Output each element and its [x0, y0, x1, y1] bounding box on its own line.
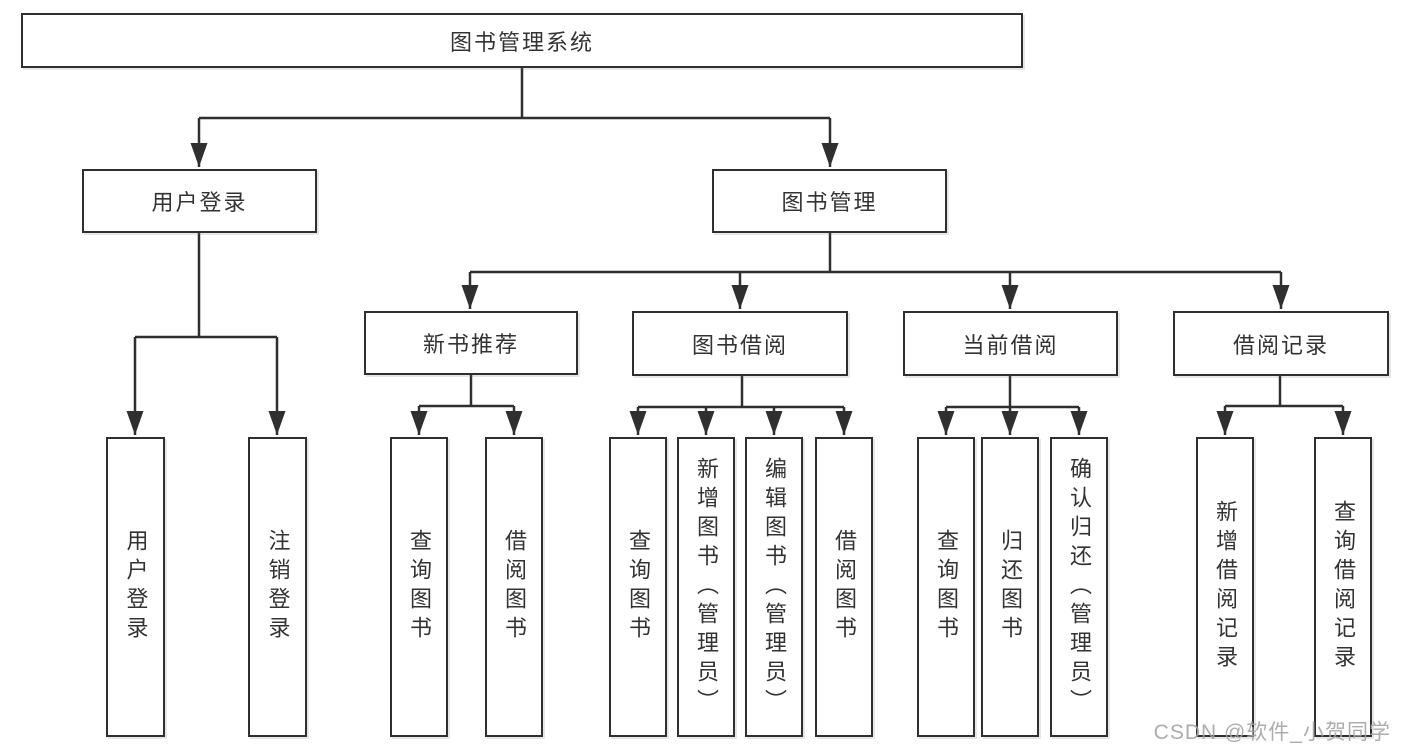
leaf-user-login-label: 用户登录 — [123, 529, 149, 645]
leaf-borrow-books-borrowing: 借阅图书 — [815, 437, 873, 737]
node-current-borrowing: 当前借阅 — [903, 311, 1118, 376]
leaf-query-borrow-record-label: 查询借阅记录 — [1331, 500, 1356, 674]
leaf-query-books-borrowing-label: 查询图书 — [626, 529, 651, 645]
leaf-add-books-admin-label: 新增图书（管理员） — [694, 456, 719, 718]
leaf-query-books-current-label: 查询图书 — [934, 529, 959, 645]
leaf-query-books-recommend: 查询图书 — [390, 437, 448, 737]
leaf-query-books-borrowing: 查询图书 — [609, 437, 667, 737]
leaf-logout-label: 注销登录 — [265, 529, 291, 645]
leaf-query-borrow-record: 查询借阅记录 — [1314, 437, 1372, 737]
leaf-edit-books-admin: 编辑图书（管理员） — [745, 437, 803, 737]
node-current-borrowing-label: 当前借阅 — [962, 332, 1059, 358]
node-user-login: 用户登录 — [82, 169, 317, 233]
node-book-borrowing: 图书借阅 — [632, 311, 848, 376]
leaf-confirm-return-admin: 确认归还（管理员） — [1050, 437, 1108, 737]
leaf-user-login: 用户登录 — [106, 437, 165, 737]
csdn-watermark: CSDN @软件_小贺同学 — [1153, 721, 1391, 744]
leaf-return-books-label: 归还图书 — [998, 529, 1023, 645]
node-new-book-recommend: 新书推荐 — [364, 311, 578, 375]
leaf-borrow-books-borrowing-label: 借阅图书 — [832, 529, 857, 645]
leaf-add-borrow-record: 新增借阅记录 — [1196, 437, 1254, 737]
node-root-label: 图书管理系统 — [449, 29, 594, 55]
leaf-add-borrow-record-label: 新增借阅记录 — [1213, 500, 1238, 674]
node-new-book-recommend-label: 新书推荐 — [422, 332, 519, 357]
leaf-query-books-current: 查询图书 — [917, 437, 975, 737]
leaf-edit-books-admin-label: 编辑图书（管理员） — [762, 456, 787, 718]
node-user-login-label: 用户登录 — [151, 190, 248, 215]
leaf-return-books: 归还图书 — [981, 437, 1039, 737]
node-borrow-records-label: 借阅记录 — [1232, 332, 1329, 358]
leaf-borrow-books-recommend-label: 借阅图书 — [502, 529, 527, 645]
node-book-management-label: 图书管理 — [781, 190, 878, 215]
leaf-logout: 注销登录 — [248, 437, 307, 737]
node-book-borrowing-label: 图书借阅 — [691, 332, 788, 358]
leaf-add-books-admin: 新增图书（管理员） — [677, 437, 735, 737]
leaf-borrow-books-recommend: 借阅图书 — [485, 437, 543, 737]
node-root-system: 图书管理系统 — [21, 13, 1023, 68]
node-book-management: 图书管理 — [712, 169, 947, 233]
leaf-confirm-return-admin-label: 确认归还（管理员） — [1067, 456, 1092, 718]
leaf-query-books-recommend-label: 查询图书 — [407, 529, 432, 645]
node-borrow-records: 借阅记录 — [1173, 311, 1389, 376]
